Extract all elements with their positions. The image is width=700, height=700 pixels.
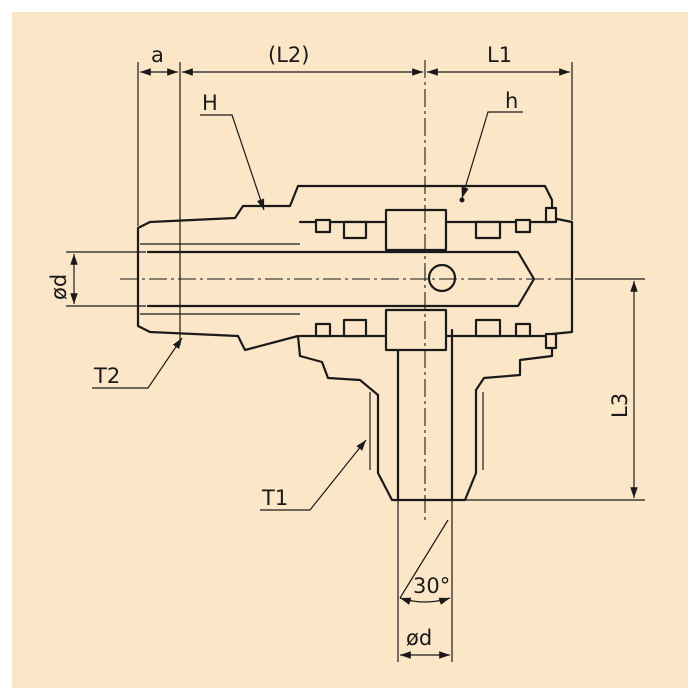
leader-T1 — [260, 439, 367, 511]
vertical-bore — [396, 328, 454, 502]
leader-T2 — [92, 337, 183, 389]
sleeve-lower — [384, 308, 448, 352]
label-h: h — [505, 89, 518, 113]
label-phi-d-bottom: ød — [406, 626, 432, 650]
ferrule-lower-left-2 — [342, 318, 368, 338]
leader-H — [200, 114, 265, 211]
cross-hole — [427, 263, 457, 293]
right-nut-tab-bottom — [544, 332, 558, 350]
label-L1: L1 — [487, 43, 512, 67]
labels: a (L2) L1 H h ød T2 L3 T1 30° ød — [47, 43, 632, 650]
angle-arc — [399, 597, 451, 605]
label-phi-d-left: ød — [47, 274, 71, 300]
fitting-body — [136, 184, 574, 502]
dimension-lines — [70, 68, 638, 659]
label-angle: 30° — [413, 574, 450, 598]
ferrule-lower-left-1 — [314, 322, 332, 338]
right-nut-tab-top — [544, 206, 558, 224]
left-threaded-end — [136, 184, 574, 502]
h-marker-dot — [459, 197, 465, 203]
extension-lines — [66, 62, 645, 662]
ferrule-upper-right-1 — [474, 220, 502, 240]
ferrule-upper-left-1 — [314, 218, 332, 234]
label-a: a — [151, 43, 164, 67]
leader-h — [461, 111, 523, 199]
ferrule-lower-right-1 — [474, 318, 502, 338]
chamfer-leader — [399, 519, 449, 599]
ferrule-upper-left-2 — [342, 220, 368, 240]
label-H: H — [202, 91, 218, 115]
sleeve-upper — [384, 208, 448, 252]
ferrule-lower-right-2 — [514, 322, 532, 338]
label-T2: T2 — [93, 364, 120, 388]
label-T1: T1 — [261, 486, 288, 510]
center-lines — [120, 60, 640, 520]
label-L3: L3 — [608, 393, 632, 418]
ferrule-upper-right-2 — [514, 218, 532, 234]
label-L2: (L2) — [268, 43, 309, 67]
